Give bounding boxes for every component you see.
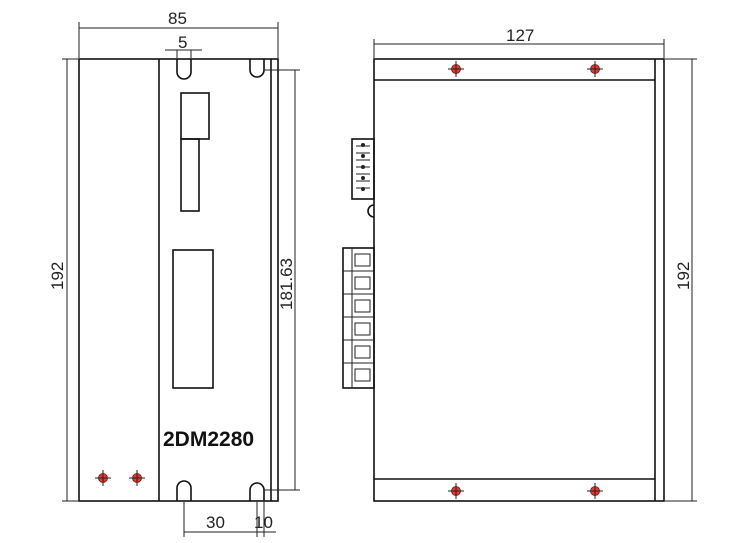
power-terminal-block (342, 247, 375, 389)
dim-30-text: 30 (206, 513, 225, 532)
dim-181-63: 181.63 (264, 69, 300, 491)
dim-192-side-text: 192 (674, 262, 693, 290)
dim-192-front: 192 (48, 58, 78, 502)
front-view: 2DM2280 85 5 (48, 9, 300, 537)
side-knob (367, 204, 375, 218)
dim-192-front-text: 192 (48, 262, 67, 290)
side-screw-bottom-left (448, 483, 464, 499)
side-screw-top-left (448, 61, 464, 77)
dim-181-63-text: 181.63 (277, 258, 296, 310)
model-label: 2DM2280 (163, 428, 254, 451)
dim-30-10: 30 10 (183, 502, 276, 537)
bottom-left-mounting-slot (176, 480, 192, 501)
dim-10-text: 10 (254, 513, 273, 532)
dim-85-text: 85 (168, 9, 187, 28)
side-view: 127 192 (342, 26, 697, 502)
label-window (172, 249, 214, 389)
front-screw-left (95, 470, 111, 486)
dim-5-text: 5 (178, 33, 187, 52)
side-screw-bottom-right (587, 483, 603, 499)
dim-85: 85 (78, 9, 279, 58)
dim-5: 5 (165, 33, 202, 58)
side-screw-top-right (587, 61, 603, 77)
top-left-mounting-slot (176, 59, 192, 80)
dim-192-side: 192 (665, 58, 697, 502)
top-right-mounting-slot (249, 59, 265, 78)
dim-127-text: 127 (506, 26, 534, 45)
bottom-right-mounting-slot (249, 482, 265, 501)
dip-switch-block (180, 92, 210, 140)
front-heatsink-outline (78, 58, 279, 502)
front-screw-right (129, 470, 145, 486)
dim-127: 127 (373, 26, 665, 58)
side-body-outline (373, 58, 665, 502)
indicator-block (180, 138, 200, 212)
signal-connector (351, 138, 375, 200)
